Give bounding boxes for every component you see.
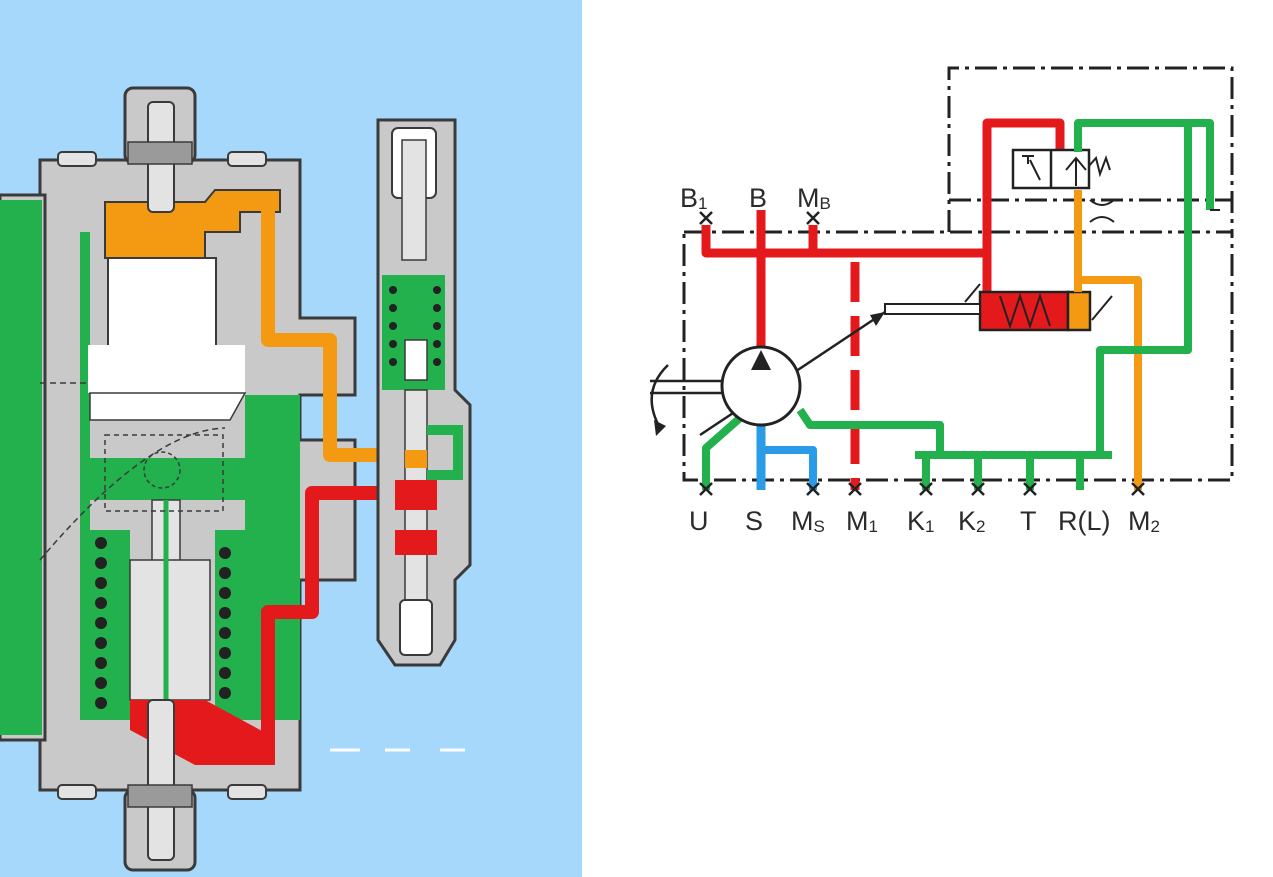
rotation-arrow-head — [654, 420, 666, 436]
port-label-t: T — [1020, 506, 1037, 536]
port-label-ms: MS — [791, 506, 825, 536]
control-adjust-arrow — [1091, 295, 1113, 321]
port-label-rl: R(L) — [1058, 506, 1111, 536]
swash-link-channel — [90, 458, 245, 500]
return-spring-left — [95, 537, 107, 709]
hydraulic-schematic: B1 B MB U S MS M1 K1 K2 T R(L) M2 — [582, 0, 1273, 877]
plunger-guide — [129, 559, 211, 701]
top-screw-plug — [123, 86, 197, 213]
control-cylinder-orange — [1066, 290, 1092, 332]
valve-spring-seat — [404, 339, 428, 381]
housing-bolts — [57, 151, 267, 800]
port-label-s: S — [745, 506, 763, 536]
spring-chamber-right — [215, 530, 245, 720]
port-label-b: B — [749, 183, 767, 213]
pressure-line-controller — [982, 118, 1065, 253]
pump-flow-triangle — [751, 350, 771, 370]
swash-pivot — [143, 451, 181, 489]
cylinder-spring — [999, 292, 1051, 330]
leakage-line-u — [702, 415, 743, 490]
port-label-m1: M1 — [846, 506, 878, 536]
swash-arrow-head — [870, 312, 885, 326]
swash-arc — [39, 427, 226, 561]
bottom-screw-plug — [123, 699, 197, 872]
controller-boundary — [947, 66, 1234, 232]
valve-control-land — [405, 450, 427, 468]
throttle-symbol — [1089, 199, 1115, 223]
schematic-drawing: B1 B MB U S MS M1 K1 K2 T R(L) M2 — [582, 0, 1273, 877]
leakage-line-main — [1074, 119, 1214, 210]
pump-cross-section — [0, 0, 582, 877]
pump-boundary — [682, 230, 1234, 482]
cross-section-drawing — [0, 0, 582, 877]
pressure-line-b1 — [701, 225, 987, 258]
piston-rod — [884, 303, 981, 315]
control-line-orange — [261, 200, 408, 462]
valve-leakage-port — [427, 425, 463, 480]
valve-adjust-screw — [401, 139, 427, 261]
port-label-k1: K1 — [907, 506, 934, 536]
port-label-b1: B1 — [680, 183, 707, 213]
piston-guide — [89, 392, 247, 421]
valve-cap-bottom — [399, 599, 433, 656]
valve-arrows — [1022, 155, 1087, 186]
return-spring-right — [219, 547, 231, 699]
cylinder-adjust-arrow — [964, 283, 981, 303]
suction-line-ms — [761, 446, 817, 490]
valve-pressure-land-lower — [395, 530, 437, 555]
piston-bore-highlight — [88, 345, 245, 393]
pump-symbol — [720, 345, 802, 427]
schematic-background — [582, 0, 1273, 877]
port-label-mb: MB — [797, 183, 831, 213]
port-label-m2: M2 — [1128, 506, 1160, 536]
leakage-line-return — [1096, 123, 1192, 455]
swash-outline — [104, 434, 224, 512]
valve-pressure-land — [395, 480, 437, 510]
leakage-line-case — [796, 407, 944, 455]
port-label-u: U — [689, 506, 709, 536]
port-markers — [699, 211, 1145, 496]
valve-spring-symbol — [1088, 155, 1111, 178]
valve-spring — [389, 286, 441, 366]
port-label-k2: K2 — [958, 506, 985, 536]
leakage-chamber-left — [0, 200, 42, 735]
control-line-m2 — [1074, 190, 1142, 490]
